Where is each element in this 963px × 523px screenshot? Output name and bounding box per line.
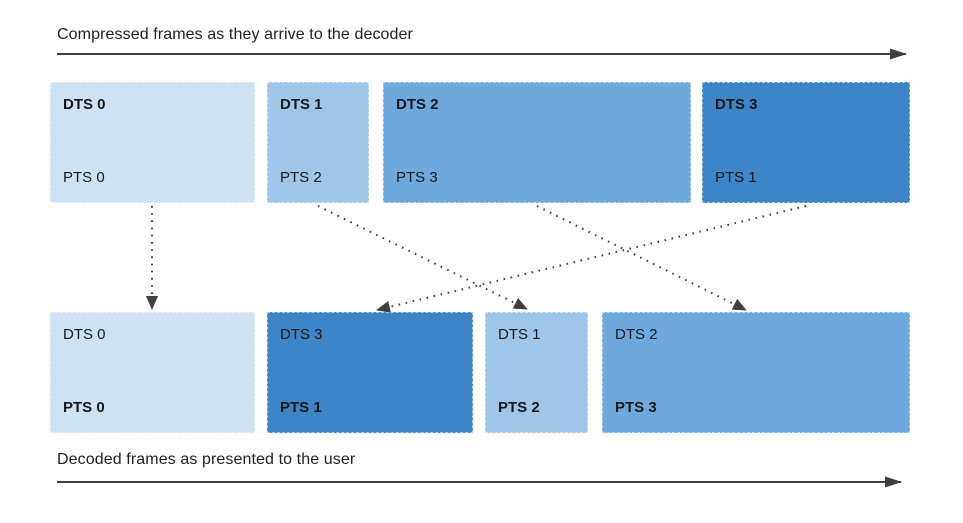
compressed-frames-label: Compressed frames as they arrive to the …: [57, 26, 413, 43]
dts-label: DTS 0: [63, 326, 106, 343]
dts-label: DTS 0: [63, 96, 106, 113]
frame-bottom-pts2: DTS 1 PTS 2: [485, 312, 588, 433]
dts-label: DTS 2: [396, 96, 439, 113]
dts-label: DTS 3: [280, 326, 323, 343]
pts-label: PTS 3: [396, 169, 438, 186]
connector-dts1: [317, 205, 528, 310]
pts-label: PTS 3: [615, 399, 657, 416]
pts-label: PTS 0: [63, 399, 105, 416]
frame-bottom-pts1: DTS 3 PTS 1: [267, 312, 473, 433]
dts-label: DTS 2: [615, 326, 658, 343]
decoded-frames-label: Decoded frames as presented to the user: [57, 451, 356, 468]
pts-label: PTS 1: [715, 169, 757, 186]
compressed-frames-row: DTS 0 PTS 0 DTS 1 PTS 2 DTS 2 PTS 3 DTS …: [0, 82, 963, 203]
dts-label: DTS 1: [280, 96, 323, 113]
frame-bottom-pts0: DTS 0 PTS 0: [50, 312, 255, 433]
frame-top-dts2: DTS 2 PTS 3: [383, 82, 691, 203]
connector-dts3: [376, 205, 807, 313]
frame-bottom-pts3: DTS 2 PTS 3: [602, 312, 910, 433]
pts-label: PTS 2: [280, 169, 322, 186]
pts-label: PTS 0: [63, 169, 105, 186]
pts-label: PTS 1: [280, 399, 322, 416]
dts-label: DTS 3: [715, 96, 758, 113]
connector-dts2: [536, 205, 747, 311]
dts-label: DTS 1: [498, 326, 541, 343]
decoded-frames-row: DTS 0 PTS 0 DTS 3 PTS 1 DTS 1 PTS 2 DTS …: [0, 312, 963, 433]
frame-top-dts0: DTS 0 PTS 0: [50, 82, 255, 203]
frame-top-dts1: DTS 1 PTS 2: [267, 82, 369, 203]
frame-top-dts3: DTS 3 PTS 1: [702, 82, 910, 203]
pts-label: PTS 2: [498, 399, 540, 416]
